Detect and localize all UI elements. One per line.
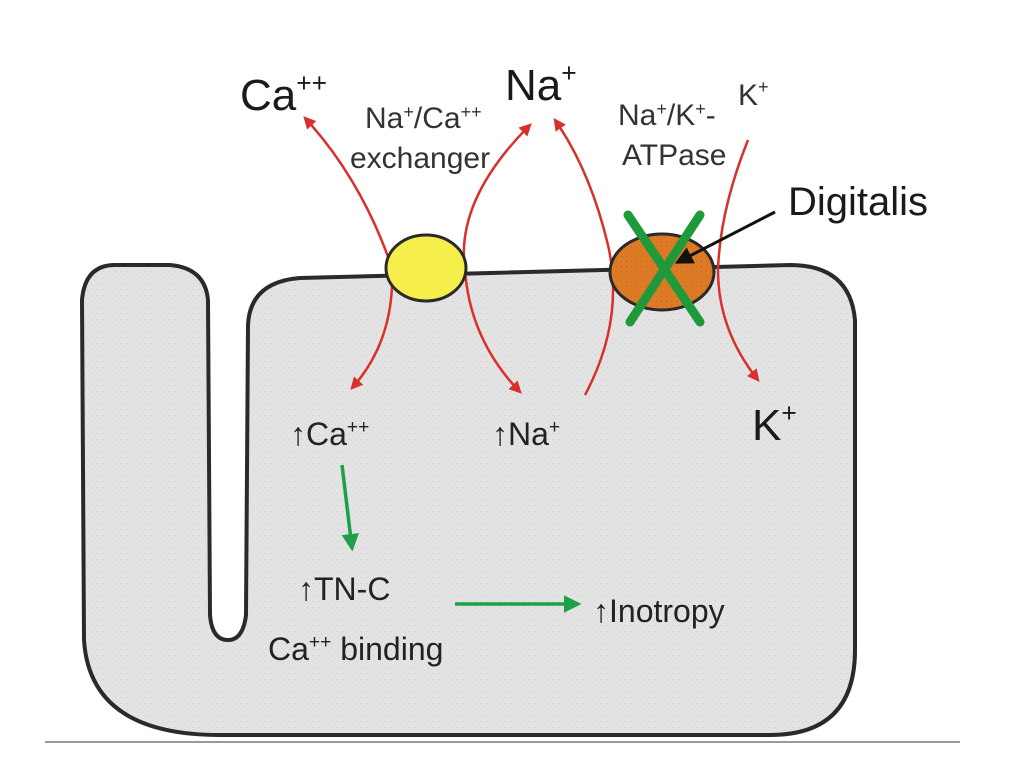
arrow-ca-efflux [303,116,394,269]
label-tnc-line2: Ca++ binding [268,631,443,667]
label-pump-line2: ATPase [622,139,727,172]
label-inotropy: ↑Inotropy [593,593,725,629]
label-na-out: Na+ [505,58,577,110]
exchanger-icon [384,233,468,303]
cell-body [80,263,857,737]
label-ca-in: ↑Ca++ [290,416,369,452]
label-na-in: ↑Na+ [492,416,560,452]
label-digitalis: Digitalis [788,180,928,224]
label-pump-line1: Na+/K+- [618,99,716,132]
label-ca-out: Ca++ [240,68,327,120]
label-exchanger-line1: Na+/Ca++ [365,102,482,135]
label-k-out: K+ [738,77,769,112]
label-tnc-line1: ↑TN-C [298,571,390,607]
digitalis-pointer [674,210,776,264]
arrow-k-influx-pump [716,139,760,382]
label-exchanger-line2: exchanger [350,142,490,175]
arrow-na-efflux-pump [553,117,615,396]
label-k-in: K+ [752,398,797,450]
block-x-icon [623,210,705,327]
arrow-ca-to-tnc [340,464,360,552]
